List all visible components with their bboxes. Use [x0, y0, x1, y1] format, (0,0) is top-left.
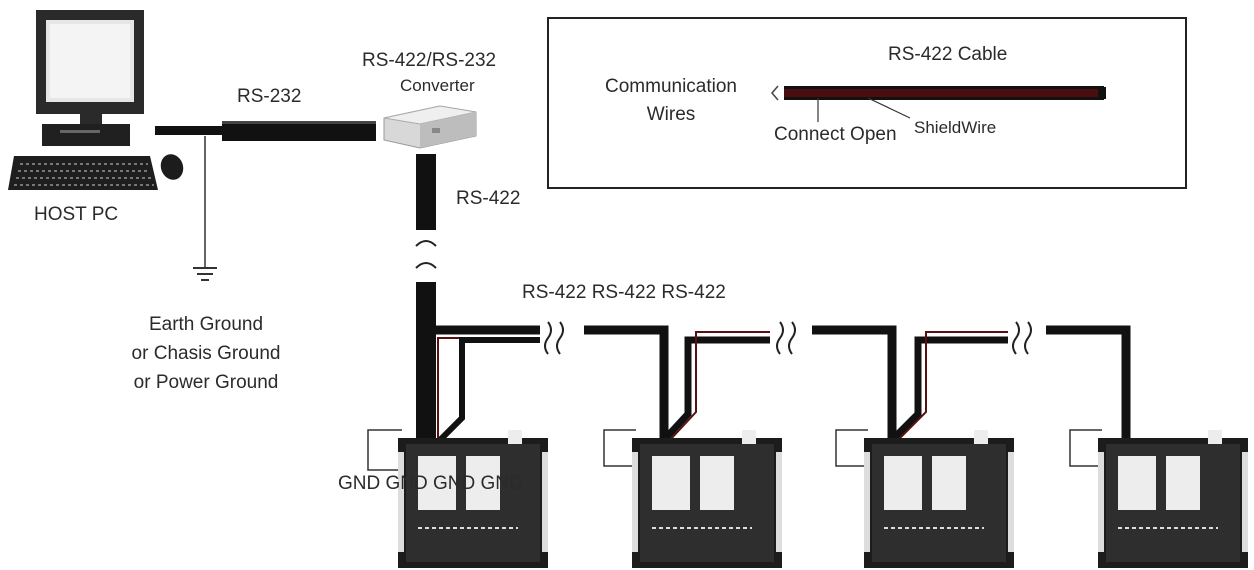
- rs422-segments-label: RS-422 RS-422 RS-422: [522, 282, 726, 303]
- rs422-trunk-label: RS-422: [456, 188, 521, 209]
- converter-title-label: RS-422/RS-232: [362, 50, 497, 71]
- rs232-cable: [155, 121, 376, 141]
- ground-symbol-icon: [193, 136, 217, 281]
- rs422-cable-inset: [547, 17, 1187, 189]
- gnd-leads: [367, 429, 1102, 471]
- ground-label-line1: Earth Ground: [148, 314, 264, 335]
- converter-sub-label: Converter: [400, 76, 475, 95]
- keyboard-icon: [8, 156, 158, 190]
- controller-board-icon: [398, 430, 1248, 568]
- inset-comm-line1: Communication: [605, 76, 737, 97]
- gnd-labels: GND GND GND GND: [338, 473, 523, 494]
- host-pc-label: HOST PC: [34, 204, 119, 225]
- inset-comm-line2: Wires: [646, 104, 696, 125]
- ground-label-line3: or Power Ground: [133, 372, 279, 393]
- rs422-daisy-chain: [425, 321, 1131, 443]
- inset-shield-wire: ShieldWire: [914, 118, 997, 137]
- inset-connect-open: Connect Open: [774, 124, 897, 145]
- mouse-icon: [160, 154, 184, 180]
- rs232-label: RS-232: [237, 86, 302, 107]
- computer-monitor-icon: [36, 10, 144, 146]
- converter-box-icon: [383, 105, 477, 149]
- inset-cable-title: RS-422 Cable: [888, 44, 1008, 65]
- ground-label-line2: or Chasis Ground: [131, 343, 281, 364]
